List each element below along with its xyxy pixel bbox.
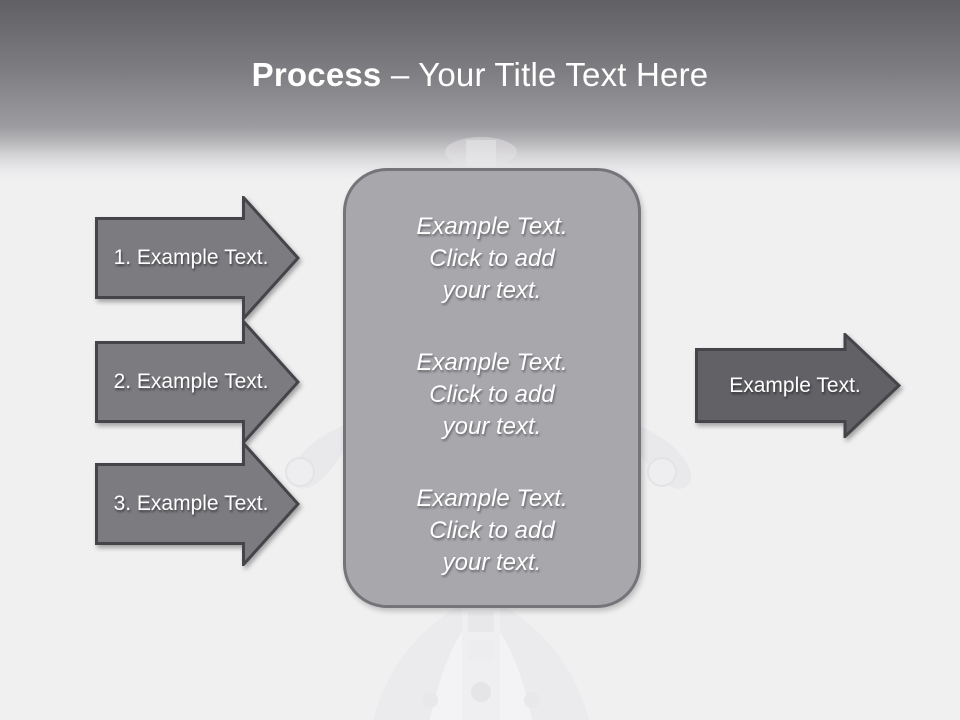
output-arrow-label: Example Text. <box>729 373 861 397</box>
output-arrow[interactable]: Example Text. <box>695 333 901 438</box>
arrow-right-shape <box>95 320 300 444</box>
arrow-right-shape <box>95 196 300 320</box>
process-arrow-1-label: 1. Example Text. <box>113 246 269 269</box>
process-arrow-3-label: 3. Example Text. <box>113 492 269 515</box>
process-arrow-3[interactable]: 3. Example Text. <box>95 442 300 566</box>
process-arrow-2-label: 2. Example Text. <box>113 370 269 393</box>
arrow-right-shape <box>95 442 300 566</box>
process-arrow-1[interactable]: 1. Example Text. <box>95 196 300 320</box>
arrow-right-shape <box>695 333 901 438</box>
text-placeholder-2[interactable]: Example Text. Click to add your text. <box>416 349 568 440</box>
slide-title-bold: Process <box>251 56 382 93</box>
text-placeholder-1[interactable]: Example Text. Click to add your text. <box>416 213 568 304</box>
slide-title[interactable]: Process – Your Title Text Here <box>0 54 960 96</box>
process-arrow-2[interactable]: 2. Example Text. <box>95 320 300 444</box>
text-placeholder-3[interactable]: Example Text. Click to add your text. <box>416 485 568 576</box>
center-text-panel[interactable]: Example Text. Click to add your text. Ex… <box>343 168 641 608</box>
slide-title-rest: – Your Title Text Here <box>381 56 709 93</box>
